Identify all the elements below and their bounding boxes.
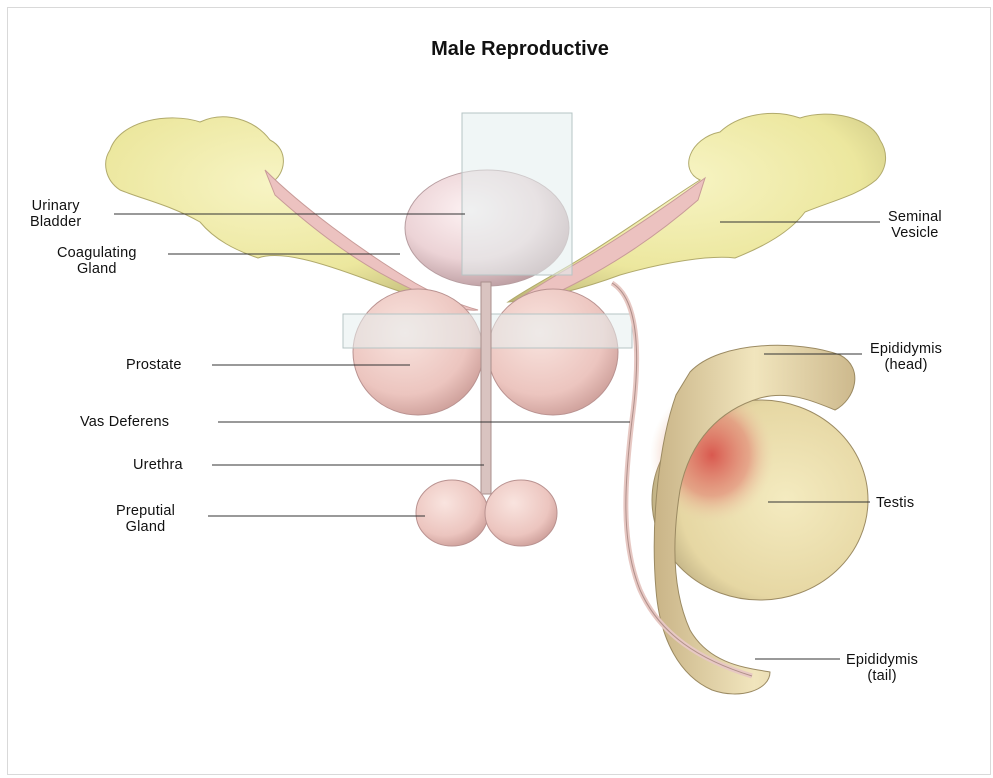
label-line: Epididymis (870, 341, 942, 357)
label-line: Seminal (888, 209, 942, 225)
preputial-gland-right (485, 480, 557, 546)
label-line: (head) (870, 357, 942, 373)
label-line: Urinary (30, 198, 81, 214)
label-line: Vesicle (888, 225, 942, 241)
label-urethra: Urethra (133, 457, 183, 473)
label-line: Preputial (116, 503, 175, 519)
label-urinary-bladder: Urinary Bladder (30, 198, 81, 230)
label-line: Vas Deferens (80, 414, 169, 430)
label-vas-deferens: Vas Deferens (80, 414, 169, 430)
label-line: Prostate (126, 357, 182, 373)
label-epididymis-head: Epididymis (head) (870, 341, 942, 373)
label-seminal-vesicle: Seminal Vesicle (888, 209, 942, 241)
label-line: Gland (57, 261, 137, 277)
label-coagulating-gland: Coagulating Gland (57, 245, 137, 277)
label-line: Epididymis (846, 652, 918, 668)
label-line: (tail) (846, 668, 918, 684)
label-epididymis-tail: Epididymis (tail) (846, 652, 918, 684)
label-line: Gland (116, 519, 175, 535)
label-line: Urethra (133, 457, 183, 473)
urethra (481, 282, 491, 494)
label-preputial-gland: Preputial Gland (116, 503, 175, 535)
preputial-gland-left (416, 480, 488, 546)
prostate-right-lobe (488, 289, 618, 415)
label-line: Bladder (30, 214, 81, 230)
label-prostate: Prostate (126, 357, 182, 373)
label-line: Coagulating (57, 245, 137, 261)
section-plane-vertical (462, 113, 572, 275)
label-testis: Testis (876, 495, 914, 511)
label-line: Testis (876, 495, 914, 511)
diagram-title: Male Reproductive (0, 38, 993, 61)
prostate-left-lobe (353, 289, 483, 415)
